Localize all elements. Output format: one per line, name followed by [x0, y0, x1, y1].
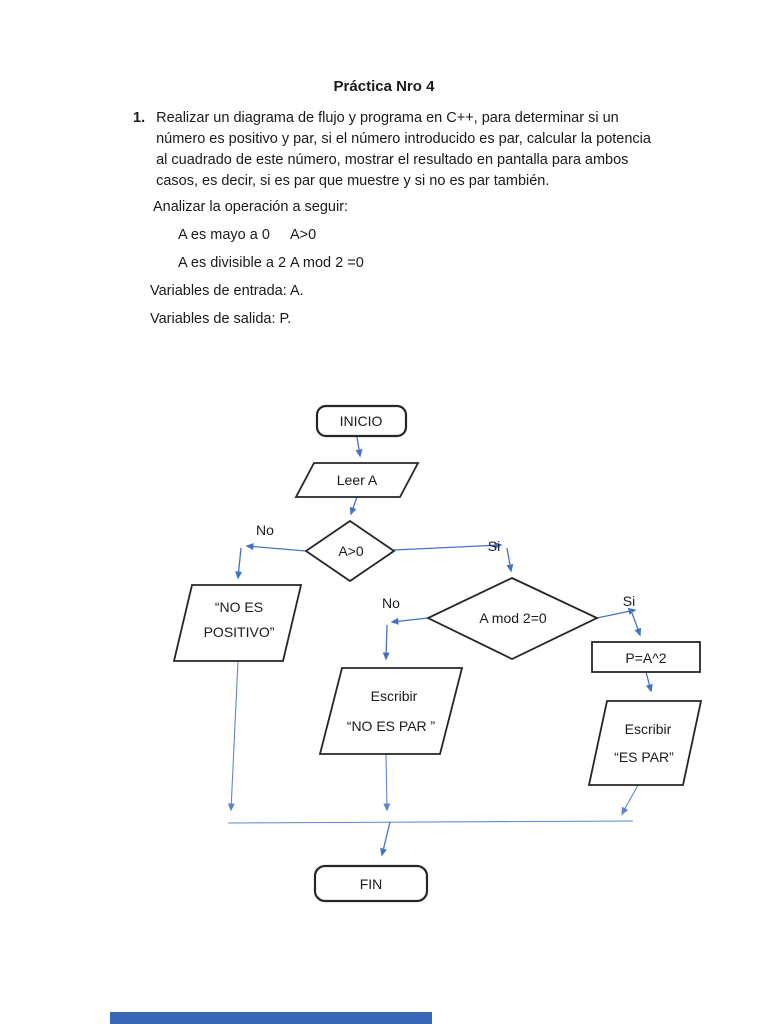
arrow-cond2-no-down: [382, 624, 390, 661]
escribir-nopar-label-line2: “NO ES PAR ”: [347, 718, 436, 734]
arrow-cond2-si-horizontal: [596, 607, 637, 619]
cond1-label: A>0: [338, 543, 364, 559]
analysis-condition: A es mayo a 0: [178, 227, 270, 243]
variables-output: Variables de salida: P.: [150, 311, 292, 327]
cond1-diamond-shape: [304, 519, 396, 583]
escribir-espar-label-line2: “ES PAR”: [614, 749, 674, 765]
arrow-cond2-no-horizontal: [390, 617, 429, 625]
leer-node-shape: [294, 462, 420, 498]
arrow-join-to-fin: [380, 821, 391, 857]
nopositivo-node-shape: [172, 584, 303, 662]
analysis-row: A es divisible a 2 A mod 2 =0: [178, 255, 364, 271]
arrow-asignacion-to-espar: [645, 671, 653, 693]
cond1-no-label: No: [256, 522, 274, 538]
analysis-condition: A es divisible a 2: [178, 255, 287, 271]
fin-node-shape: [313, 864, 429, 903]
arrow-cond2-si-down: [631, 612, 642, 637]
cond2-si-label: Si: [623, 593, 635, 609]
analysis-expression: A>0: [290, 227, 317, 243]
list-number: 1.: [133, 110, 146, 126]
asignacion-node-shape: [591, 641, 701, 673]
cond2-label: A mod 2=0: [479, 610, 547, 626]
escribir-nopar-label-line1: Escribir: [371, 688, 418, 704]
arrow-nopositivo-to-join: [227, 660, 239, 812]
leer-node-label: Leer A: [337, 472, 378, 488]
variables-input: Variables de entrada: A.: [150, 283, 304, 299]
cond2-no-label: No: [382, 595, 400, 611]
arrow-cond1-si-down: [506, 547, 514, 573]
next-page-edge-bar: [110, 1012, 432, 1024]
page-title: Práctica Nro 4: [333, 78, 435, 95]
fin-node-label: FIN: [360, 876, 383, 892]
arrow-cond1-si-horizontal: [393, 541, 503, 551]
arrow-cond1-no-down: [235, 547, 243, 580]
join-line: [227, 820, 634, 824]
cond2-diamond-shape: [425, 577, 600, 661]
inicio-node-shape: [315, 404, 408, 438]
escribir-espar-label-line1: Escribir: [625, 721, 672, 737]
nopositivo-label-line1: “NO ES: [215, 599, 263, 615]
arrow-leer-to-cond1: [349, 496, 358, 516]
arrow-cond1-no-horizontal: [245, 543, 307, 552]
analysis-heading: Analizar la operación a seguir:: [153, 199, 349, 215]
arrow-nopar-to-join: [383, 753, 391, 812]
escribir-nopar-node-shape: [318, 667, 464, 755]
escribir-espar-node-shape: [587, 700, 703, 786]
problem-statement: 1. Realizar un diagrama de flujo y progr…: [133, 108, 657, 192]
inicio-node-label: INICIO: [340, 413, 383, 429]
asignacion-label: P=A^2: [625, 650, 666, 666]
cond1-si-label: Si: [488, 538, 500, 554]
analysis-expression: A mod 2 =0: [290, 255, 364, 271]
arrow-espar-to-join: [621, 784, 639, 816]
analysis-row: A es mayo a 0 A>0: [178, 227, 316, 243]
problem-text: Realizar un diagrama de flujo y programa…: [156, 110, 651, 189]
flow-arrows: [227, 436, 653, 857]
nopositivo-label-line2: POSITIVO”: [204, 624, 275, 640]
arrow-inicio-to-leer: [355, 436, 363, 458]
